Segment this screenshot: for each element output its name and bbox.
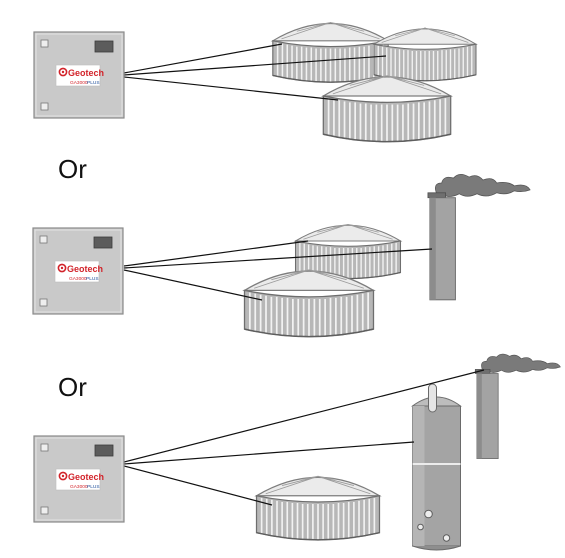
or-separator: Or <box>58 154 87 184</box>
or-separator: Or <box>58 372 87 402</box>
storage-silo <box>411 382 462 552</box>
scenario-1: Geotech GA3000 PLUS <box>33 21 477 144</box>
scenario-2: Geotech GA3000 PLUS <box>32 173 531 339</box>
analyzer-brand: Geotech <box>68 68 104 78</box>
analyzer-brand: Geotech <box>67 264 103 274</box>
analyzer-model: GA3000 <box>70 484 88 490</box>
scenario-3: Geotech GA3000 PLUS <box>33 353 561 552</box>
sample-lines <box>123 43 387 101</box>
exhaust-stack <box>427 173 531 301</box>
digester-tank <box>243 269 375 339</box>
gas-analyzer: Geotech GA3000 PLUS <box>33 435 125 523</box>
exhaust-stack <box>474 353 561 460</box>
sample-lines <box>123 369 485 506</box>
digester-tank <box>255 475 381 542</box>
analyzer-model-suffix: PLUS <box>87 484 100 490</box>
analyzer-model: GA3000 <box>69 276 87 282</box>
analyzer-model: GA3000 <box>70 80 88 86</box>
digester-tank <box>373 27 477 83</box>
gas-analyzer: Geotech GA3000 PLUS <box>33 31 125 119</box>
gas-analyzer: Geotech GA3000 PLUS <box>32 227 124 315</box>
digester-tank <box>272 21 389 84</box>
analyzer-model-suffix: PLUS <box>87 80 100 86</box>
analyzer-model-suffix: PLUS <box>86 276 99 282</box>
analyzer-brand: Geotech <box>68 472 104 482</box>
digester-tank <box>322 74 452 144</box>
sample-lines <box>123 240 433 301</box>
